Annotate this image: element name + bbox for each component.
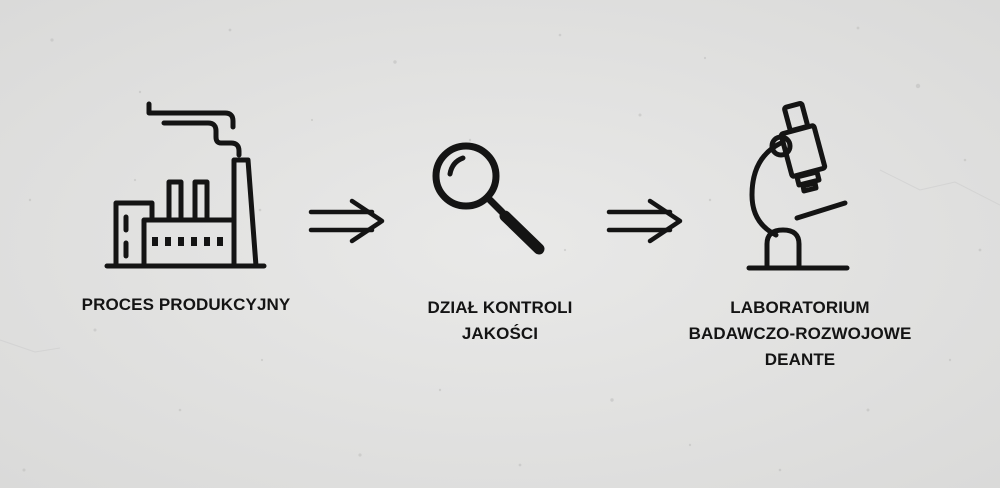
step-label-line: PROCES PRODUKCYJNY — [81, 295, 291, 314]
magnifier-icon — [430, 140, 555, 265]
step-label-quality-control: DZIAŁ KONTROLI JAKOŚCI — [380, 295, 620, 347]
step-label-line: DEANTE — [764, 350, 836, 369]
arrow-icon — [606, 196, 686, 246]
step-label-line: BADAWCZO-ROZWOJOWE — [688, 324, 912, 343]
factory-icon — [100, 100, 272, 272]
step-label-line: JAKOŚCI — [461, 324, 539, 343]
arrow-icon — [308, 196, 388, 246]
step-label-line: DZIAŁ KONTROLI — [427, 298, 573, 317]
microscope-icon — [735, 98, 865, 273]
step-label-production: PROCES PRODUKCYJNY — [40, 292, 332, 318]
step-label-laboratory: LABORATORIUM BADAWCZO-ROZWOJOWE DEANTE — [650, 295, 950, 373]
step-label-line: LABORATORIUM — [730, 298, 870, 317]
